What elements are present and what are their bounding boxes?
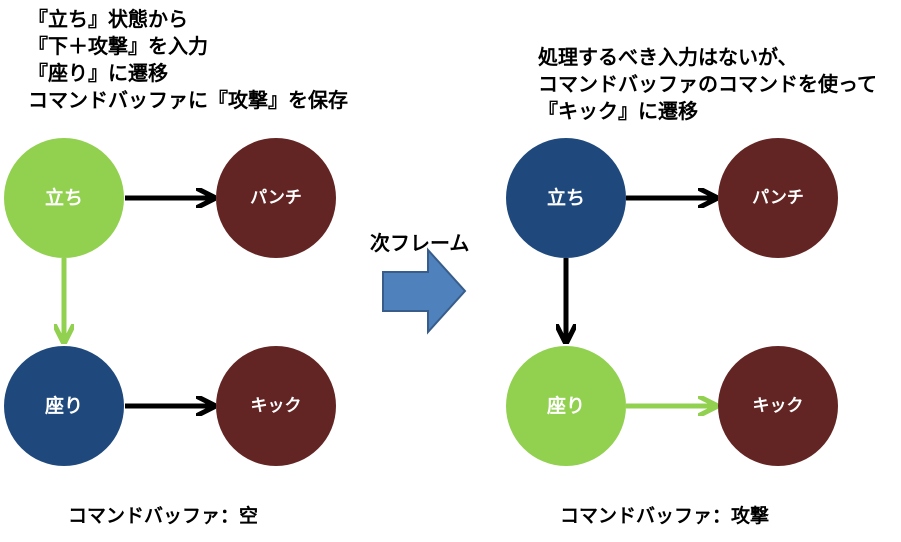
left-node-punch-label: パンチ	[250, 188, 302, 208]
right-node-crouch	[506, 346, 626, 466]
left-node-stand	[4, 138, 124, 258]
left-note-line-4: コマンドバッファに『攻撃』を保存	[28, 88, 348, 112]
right-note-line-2: コマンドバッファのコマンドを使って	[538, 72, 877, 96]
right-node-kick-label: キック	[753, 396, 804, 416]
right-node-crouch-label: 座り	[547, 394, 585, 417]
right-note-line-3: 『キック』に遷移	[538, 99, 698, 123]
right-buffer-status: コマンドバッファ：攻撃	[560, 505, 770, 527]
left-note-line-3: 『座り』に遷移	[28, 61, 168, 85]
right-node-stand-label: 立ち	[547, 186, 585, 209]
right-node-stand	[506, 138, 626, 258]
right-note-line-1: 処理するべき入力はないが、	[538, 45, 798, 69]
left-node-crouch-label: 座り	[45, 394, 83, 417]
left-note-line-1: 『立ち』状態から	[28, 7, 188, 31]
left-note-line-2: 『下＋攻撃』を入力	[28, 34, 208, 58]
next-frame-label: 次フレーム	[370, 231, 470, 255]
right-notes: 処理するべき入力はないが、 コマンドバッファのコマンドを使って 『キック』に遷移	[538, 44, 877, 125]
left-node-punch	[216, 138, 336, 258]
next-frame-arrow	[382, 247, 467, 335]
left-node-kick	[216, 346, 336, 466]
right-node-punch-label: パンチ	[752, 188, 804, 208]
left-node-crouch	[4, 346, 124, 466]
left-buffer-status: コマンドバッファ：空	[68, 505, 259, 527]
left-node-stand-label: 立ち	[45, 186, 83, 209]
left-notes: 『立ち』状態から 『下＋攻撃』を入力 『座り』に遷移 コマンドバッファに『攻撃』…	[28, 6, 348, 114]
right-node-punch	[718, 138, 838, 258]
right-node-kick	[718, 346, 838, 466]
left-node-kick-label: キック	[251, 396, 302, 416]
